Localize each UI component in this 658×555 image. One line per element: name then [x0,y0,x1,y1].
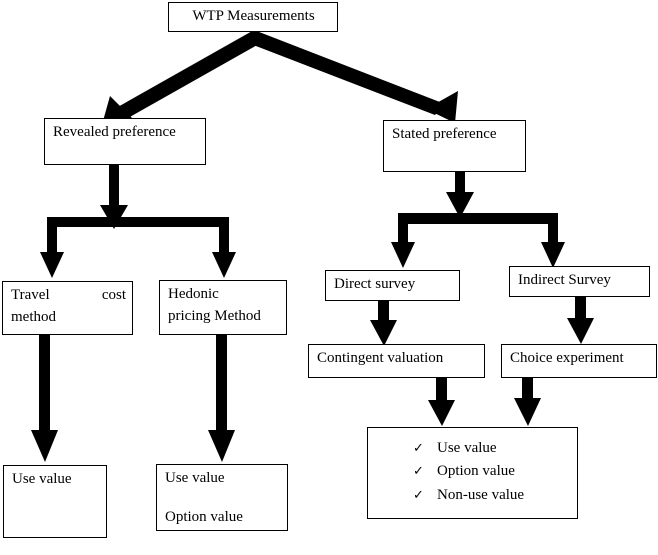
list-item-label: Use value [437,440,497,456]
node-use-option-value-hedonic-line2: Option value [165,508,243,525]
node-use-value-travel-line1: Use value [12,471,72,487]
arrow-stated-down [446,164,474,218]
check-icon: ✓ [413,463,424,479]
node-direct-survey[interactable]: Direct survey [325,270,460,301]
node-indirect-survey[interactable]: Indirect Survey [509,266,650,297]
arrow-root-to-stated [243,30,458,123]
arrow-travel-cost-to-use-value [31,334,58,462]
list-item-label: Non-use value [437,486,525,503]
arrow-contingent-to-values [428,377,455,426]
stated-values-list: ✓ Use value ✓ Option value ✓ Non-use val… [368,437,577,507]
node-use-value-travel[interactable]: Use value [3,465,107,538]
check-icon: ✓ [413,440,424,455]
node-indirect-survey-label: Indirect Survey [518,272,611,288]
check-icon: ✓ [413,486,424,502]
node-travel-cost-method-line1: Travel cost [11,285,126,307]
splitter-stated [391,213,565,268]
node-choice-experiment[interactable]: Choice experiment [501,344,657,378]
arrow-direct-survey-to-contingent [370,300,397,346]
arrow-indirect-survey-to-choice [567,296,594,344]
node-hedonic-pricing-method-line1: Hedonic [168,286,219,302]
node-travel-cost-method-word-cost: cost [101,287,126,303]
node-hedonic-pricing-method-line2: pricing Method [168,307,261,324]
node-stated-preference-label: Stated preference [392,126,497,142]
node-stated-values[interactable]: ✓ Use value ✓ Option value ✓ Non-use val… [367,427,578,519]
arrow-root-to-revealed [103,30,266,122]
list-item: ✓ Use value [413,437,577,460]
arrow-hedonic-to-use-option-value [208,334,235,462]
list-item: ✓ Option value [413,460,577,483]
list-item: ✓ Non-use value [413,484,577,507]
node-use-option-value-hedonic[interactable]: Use value Option value [156,464,288,531]
node-revealed-preference[interactable]: Revealed preference [44,118,206,165]
splitter-revealed [40,217,236,278]
node-choice-experiment-label: Choice experiment [510,350,624,366]
node-revealed-preference-label: Revealed preference [53,124,176,140]
node-stated-preference[interactable]: Stated preference [383,120,526,172]
node-wtp-measurements[interactable]: WTP Measurements [168,2,338,32]
node-travel-cost-method-word-travel: Travel [11,287,50,303]
node-direct-survey-label: Direct survey [334,276,416,292]
node-travel-cost-method-line2: method [11,308,56,325]
node-contingent-valuation-label: Contingent valuation [317,350,444,366]
arrow-choice-to-values [514,377,541,426]
node-travel-cost-method[interactable]: Travel cost method [2,281,133,335]
node-contingent-valuation[interactable]: Contingent valuation [308,344,485,378]
node-wtp-measurements-label: WTP Measurements [192,8,315,24]
node-hedonic-pricing-method[interactable]: Hedonic pricing Method [159,280,287,335]
list-item-label: Option value [437,463,515,480]
node-use-option-value-hedonic-line1: Use value [165,470,225,486]
